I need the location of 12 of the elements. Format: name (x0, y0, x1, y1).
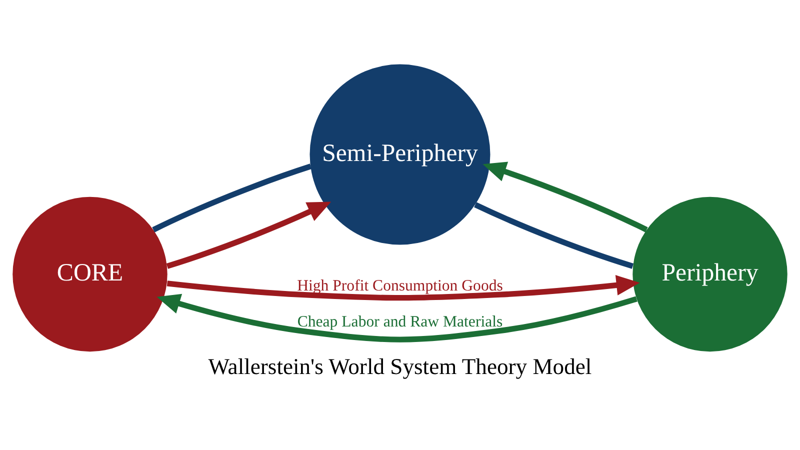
node-circle: Periphery (632, 196, 788, 352)
edge-label: High Profit Consumption Goods (297, 277, 503, 294)
caption: Wallerstein's World System Theory Model (208, 354, 592, 380)
arrow (166, 202, 332, 269)
node-circle: CORE (12, 196, 168, 352)
node-circle: Semi-Periphery (310, 64, 490, 245)
connector (474, 202, 634, 269)
arrow (156, 294, 638, 342)
connector (152, 164, 312, 232)
arrow (482, 162, 648, 232)
edge-label: Cheap Labor and Raw Materials (297, 313, 503, 330)
arrow (166, 275, 640, 301)
